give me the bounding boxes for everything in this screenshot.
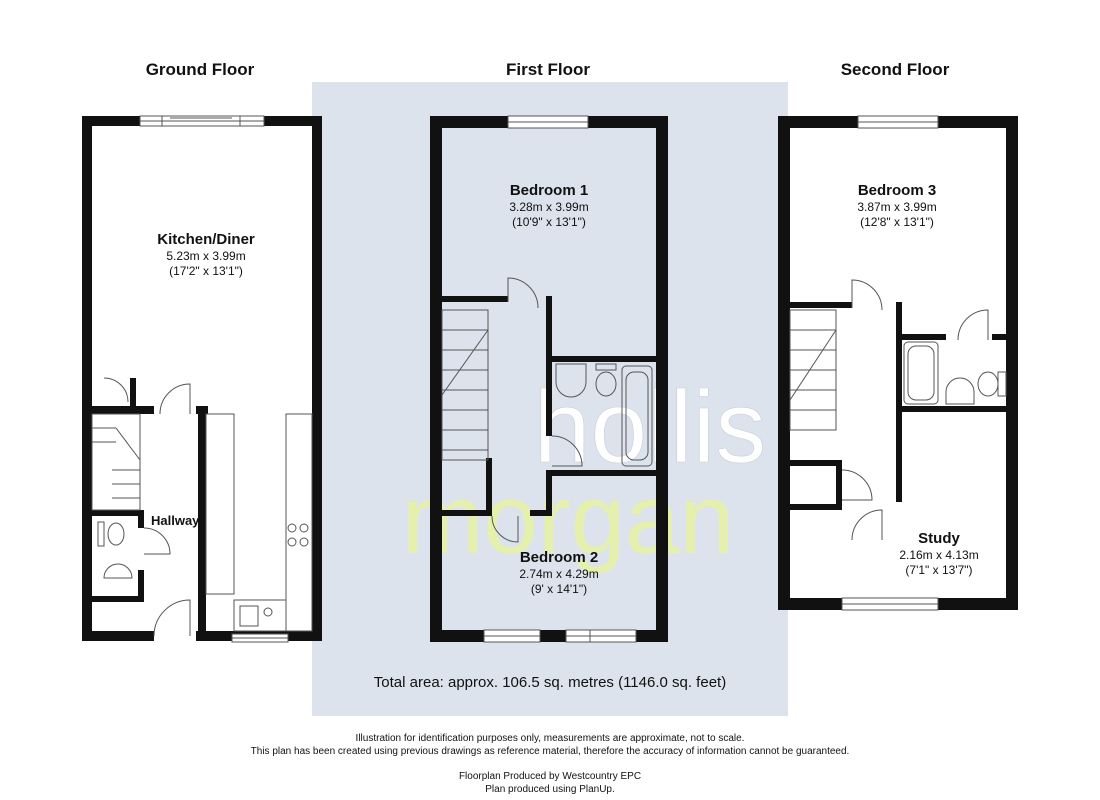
- room-name: Bedroom 1: [509, 182, 589, 199]
- room-name: Bedroom 3: [857, 182, 937, 199]
- room-label-bedroom-2: Bedroom 2 2.74m x 4.29m (9' x 14'1"): [459, 549, 659, 597]
- first-floor-title: First Floor: [505, 60, 591, 79]
- room-dimensions-metric: 3.87m x 3.99m: [857, 200, 937, 214]
- room-dimensions-imperial: (9' x 14'1"): [530, 582, 588, 596]
- room-label-bedroom-1: Bedroom 1 3.28m x 3.99m (10'9" x 13'1"): [449, 182, 649, 230]
- second-floor-fixtures: [789, 115, 1007, 611]
- watermark-hollis: hollis: [534, 370, 766, 484]
- room-dimensions-metric: 2.16m x 4.13m: [899, 548, 979, 562]
- room-dimensions-imperial: (12'8" x 13'1"): [860, 215, 934, 229]
- credits-line-2: Plan produced using PlanUp.: [485, 784, 615, 795]
- room-label-hallway: Hallway: [151, 513, 200, 528]
- room-dimensions-imperial: (7'1" x 13'7"): [905, 563, 973, 577]
- room-dimensions-imperial: (10'9" x 13'1"): [512, 215, 586, 229]
- room-label-bedroom-3: Bedroom 3 3.87m x 3.99m (12'8" x 13'1"): [797, 182, 997, 230]
- room-name: Bedroom 2: [519, 549, 599, 566]
- disclaimer-line-2: This plan has been created using previou…: [250, 746, 850, 757]
- room-dimensions-imperial: (17'2" x 13'1"): [169, 264, 243, 278]
- first-floor-fixtures: [441, 115, 653, 643]
- second-floor-title: Second Floor: [840, 60, 950, 79]
- watermark-morgan: morgan: [402, 464, 734, 574]
- room-dimensions-metric: 5.23m x 3.99m: [166, 249, 246, 263]
- room-name: Study: [918, 530, 960, 547]
- disclaimer-line-1: Illustration for identification purposes…: [355, 733, 745, 744]
- ground-floor-fixtures: [91, 115, 313, 643]
- room-label-study: Study 2.16m x 4.13m (7'1" x 13'7"): [839, 530, 1039, 578]
- room-dimensions-metric: 3.28m x 3.99m: [509, 200, 589, 214]
- room-dimensions-metric: 2.74m x 4.29m: [519, 567, 599, 581]
- room-label-kitchen-diner: Kitchen/Diner 5.23m x 3.99m (17'2" x 13'…: [106, 231, 306, 279]
- credits-line-1: Floorplan Produced by Westcountry EPC: [458, 771, 642, 782]
- total-area: Total area: approx. 106.5 sq. metres (11…: [373, 674, 727, 691]
- second-floor-plan: [778, 116, 1018, 610]
- ground-floor-title: Ground Floor: [145, 60, 255, 79]
- room-name: Kitchen/Diner: [157, 231, 255, 248]
